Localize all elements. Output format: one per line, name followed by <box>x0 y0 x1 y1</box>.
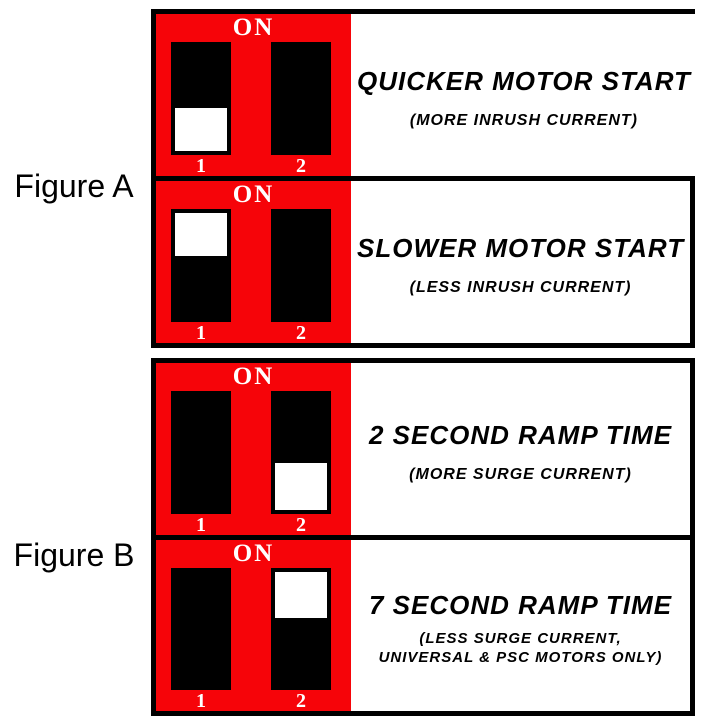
panel-slower-motor-start: ON 1 2 SLOWER MOTOR START (LESS INRUSH C… <box>156 181 691 344</box>
panel-divider <box>156 176 690 181</box>
switch-2-slot <box>271 209 331 322</box>
dip-switch-block: ON 1 2 <box>156 181 351 344</box>
panel-caption: SLOWER MOTOR START (LESS INRUSH CURRENT) <box>351 181 691 343</box>
switch-1-number: 1 <box>196 514 206 536</box>
panel-title: 7 SECOND RAMP TIME <box>368 590 673 620</box>
panel-2-second-ramp: ON 1 2 2 SECOND RAMP TIME (MORE SURGE CU… <box>156 363 690 536</box>
figure-b-label: Figure B <box>13 537 135 573</box>
panel-subtitle: (MORE SURGE CURRENT) <box>409 466 632 483</box>
panel-subtitle: (LESS INRUSH CURRENT) <box>409 279 632 296</box>
on-label: ON <box>232 540 275 567</box>
panel-title: QUICKER MOTOR START <box>357 66 691 96</box>
panel-caption: QUICKER MOTOR START (MORE INRUSH CURRENT… <box>351 14 697 176</box>
panel-title: SLOWER MOTOR START <box>357 233 685 263</box>
switch-1-slot <box>171 391 231 514</box>
switch-1-number: 1 <box>196 690 206 712</box>
switch-2-number: 2 <box>296 155 306 177</box>
on-label: ON <box>232 363 275 390</box>
dip-switch-block: ON 1 2 <box>156 363 351 536</box>
panel-caption: 7 SECOND RAMP TIME (LESS SURGE CURRENT, … <box>351 540 690 711</box>
switch-2-slot <box>271 568 331 690</box>
switch-2-number: 2 <box>296 322 306 344</box>
panel-quicker-motor-start: ON 1 2 QUICKER MOTOR START (MORE INRUSH … <box>156 14 697 177</box>
switch-2-number: 2 <box>296 690 306 712</box>
panel-caption: 2 SECOND RAMP TIME (MORE SURGE CURRENT) <box>351 363 690 535</box>
dip-switch-block: ON 1 2 <box>156 14 351 177</box>
switch-1-slot <box>171 209 231 322</box>
figure-a-label: Figure A <box>14 168 134 204</box>
figure-b-box: ON 1 2 2 SECOND RAMP TIME (MORE SURGE CU… <box>151 358 695 716</box>
switch-1-slot <box>171 42 231 155</box>
switch-2-slot <box>271 391 331 514</box>
switch-2-number: 2 <box>296 514 306 536</box>
panel-subtitle: (LESS SURGE CURRENT, UNIVERSAL & PSC MOT… <box>378 630 663 666</box>
switch-1-toggle <box>175 108 227 151</box>
switch-1-slot <box>171 568 231 690</box>
switch-2-toggle <box>275 463 327 510</box>
switch-2-slot <box>271 42 331 155</box>
switch-1-number: 1 <box>196 155 206 177</box>
panel-subtitle: (MORE INRUSH CURRENT) <box>409 112 638 129</box>
panel-7-second-ramp: ON 1 2 7 SECOND RAMP TIME (LESS SURGE CU… <box>156 540 690 712</box>
switch-1-number: 1 <box>196 322 206 344</box>
panel-divider <box>156 535 690 540</box>
switch-2-toggle <box>275 572 327 619</box>
switch-1-toggle <box>175 213 227 256</box>
dip-switch-block: ON 1 2 <box>156 540 351 712</box>
panel-title: 2 SECOND RAMP TIME <box>368 420 673 450</box>
on-label: ON <box>232 14 275 41</box>
on-label: ON <box>232 181 275 208</box>
figure-a-box: ON 1 2 QUICKER MOTOR START (MORE INRUSH … <box>151 9 697 348</box>
